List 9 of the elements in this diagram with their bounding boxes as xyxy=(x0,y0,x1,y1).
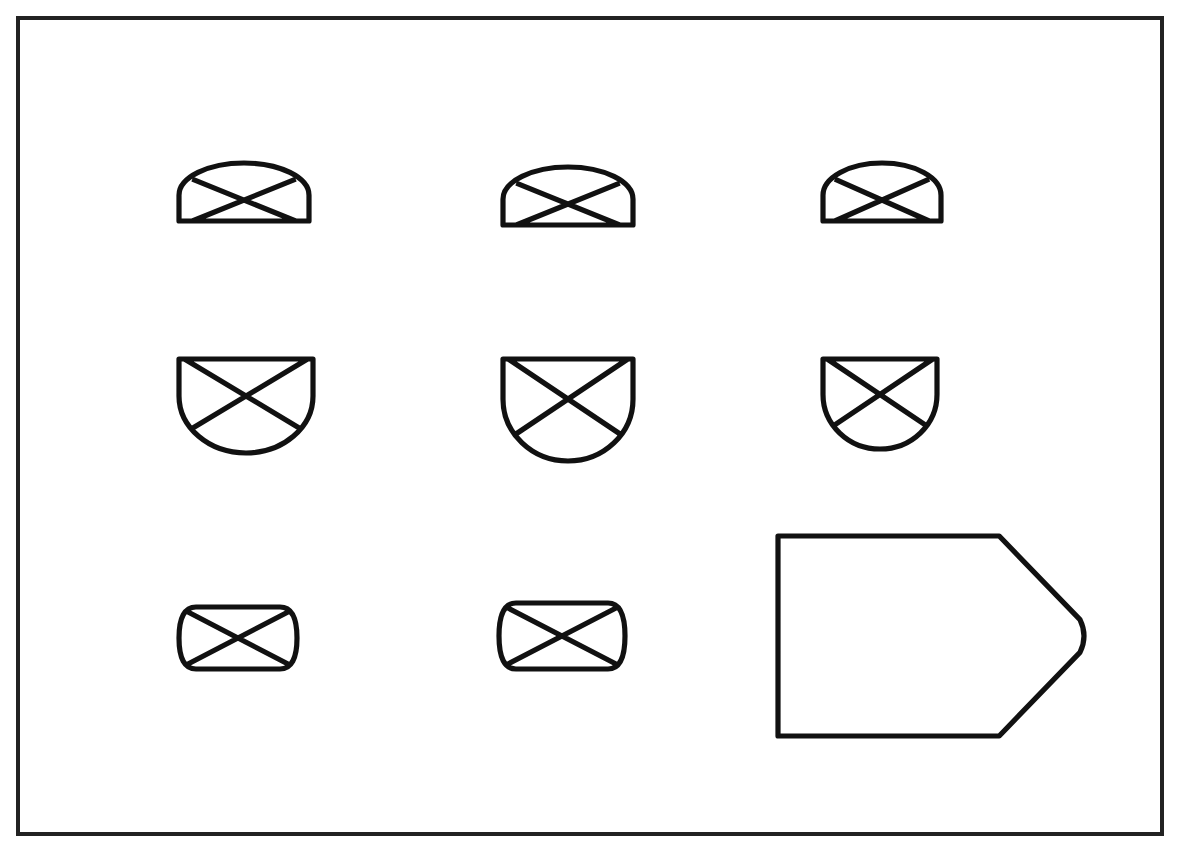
crossed-box-symbol xyxy=(496,600,628,672)
crossed-dome-symbol xyxy=(820,160,944,224)
crossed-box-symbol xyxy=(176,604,300,672)
crossed-bowl-symbol xyxy=(820,356,940,452)
crossed-bowl-symbol xyxy=(500,356,636,464)
crossed-dome-symbol xyxy=(176,160,312,224)
pentagon-shape xyxy=(776,534,1086,738)
crossed-bowl-symbol xyxy=(176,356,316,456)
crossed-dome-symbol xyxy=(500,164,636,228)
